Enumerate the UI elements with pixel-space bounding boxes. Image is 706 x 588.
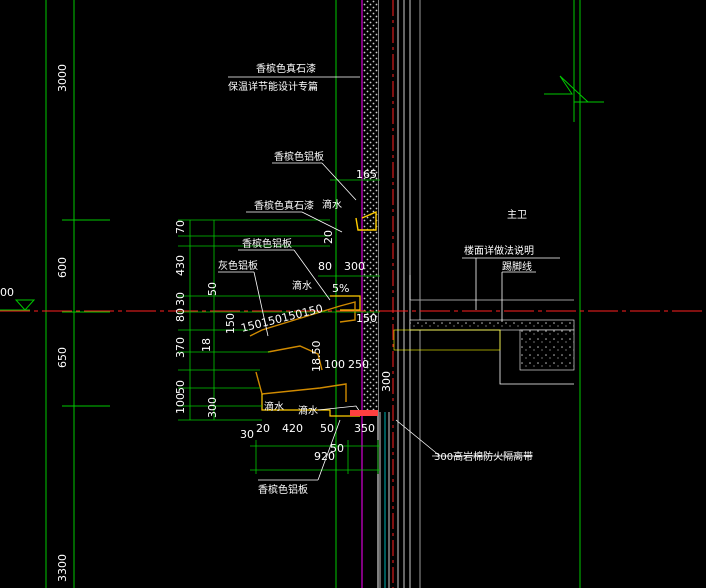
dim-30a: 30 [174, 292, 187, 306]
dim-300c: 300 [206, 397, 219, 418]
dim-18-50: 18.50 [310, 341, 323, 373]
label-grey-panel: 灰色铝板 [218, 259, 258, 272]
dim-80b: 80 [174, 308, 187, 322]
dim-420: 420 [282, 422, 303, 435]
dim-80: 80 [318, 260, 332, 273]
dim-300b: 300 [380, 371, 393, 392]
dim-30b: 30 [240, 428, 254, 441]
beam-block [393, 329, 501, 351]
h650-text: 650 [56, 347, 69, 368]
label-coating-2: 香槟色真石漆 [254, 199, 314, 212]
dim-300a: 300 [344, 260, 365, 273]
dim-250: 250 [348, 358, 369, 371]
dim-100b: 100 [174, 393, 187, 414]
label-alu-panel-3: 香槟色铝板 [258, 483, 308, 496]
dim-150a: 150 [356, 312, 377, 325]
label-bathroom: 主卫 [507, 209, 527, 221]
dim-920: 920 [314, 450, 335, 463]
dim-50d: 50 [330, 442, 344, 455]
label-drip-2: 滴水 [292, 279, 312, 292]
left-level-axis [0, 0, 110, 588]
dim-150b: 150 [224, 313, 237, 334]
label-floor-note: 楼面详做法说明 [464, 244, 534, 257]
lower-insulation [363, 355, 378, 410]
top-level-text: 3000 [56, 64, 69, 92]
label-skirting: 踢脚线 [502, 260, 532, 273]
dim-stack-150: 150150150150 [240, 302, 325, 335]
dim-50c: 50 [320, 422, 334, 435]
cornice-profile [249, 210, 378, 417]
label-drip-1: 滴水 [322, 198, 342, 211]
label-alu-panel-2: 香槟色铝板 [242, 237, 292, 250]
label-drip-3: 滴水 [264, 400, 284, 413]
dim-5pct: 5% [332, 282, 349, 295]
level-marker [14, 299, 36, 311]
label-alu-panel-1: 香槟色铝板 [274, 150, 324, 163]
floor-slab [519, 329, 575, 371]
label-firestop: 300高岩棉防火隔离带 [434, 450, 533, 463]
dim-20b: 20 [256, 422, 270, 435]
dim-20a: 20 [322, 230, 335, 244]
dim-100: 100 [324, 358, 345, 371]
label-drip-4: 滴水 [298, 404, 318, 417]
dim-165: 165 [356, 168, 377, 181]
dim-430: 430 [174, 255, 187, 276]
window-frame [379, 412, 390, 588]
left-level-text: 00 [0, 286, 14, 299]
dim-70: 70 [174, 220, 187, 234]
floor-finish [409, 319, 575, 331]
dim-350: 350 [354, 422, 375, 435]
insulation-layer [363, 0, 378, 412]
dimension-lines [178, 179, 380, 474]
dim-50a: 50 [206, 282, 219, 296]
dim-50b: 50 [174, 380, 187, 394]
dim-18: 18 [200, 338, 213, 352]
bottom-level-text: 3300 [56, 554, 69, 582]
label-insulation: 保温详节能设计专篇 [228, 80, 318, 93]
dim-370: 370 [174, 337, 187, 358]
h600-text: 600 [56, 257, 69, 278]
leader-lines [218, 76, 560, 481]
label-coating-1: 香槟色真石漆 [256, 62, 316, 75]
